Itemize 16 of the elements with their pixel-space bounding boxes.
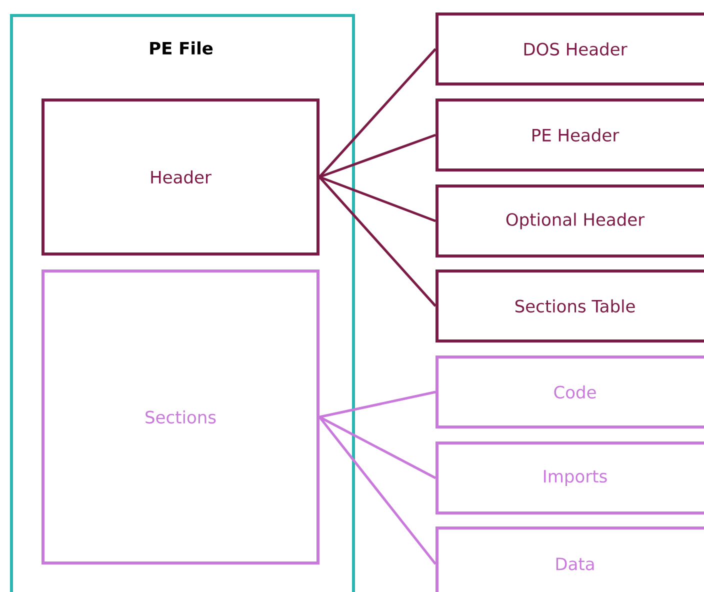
header-box: PE Header: [436, 98, 704, 172]
header-box: DOS Header: [436, 12, 704, 86]
connector-line: [319, 390, 436, 418]
section-box: Header: [42, 98, 320, 256]
header-box: Optional Header: [436, 184, 704, 258]
header-box: Sections Table: [436, 270, 704, 342]
section-box: Sections: [42, 270, 320, 564]
connector-line: [318, 48, 436, 178]
header-box: Code: [436, 356, 704, 428]
connector-line: [319, 176, 436, 222]
connector-line: [318, 176, 436, 307]
header-box: Data: [436, 526, 704, 592]
connector-line: [318, 416, 436, 480]
header-box: Imports: [436, 442, 704, 514]
connector-line: [318, 416, 436, 565]
connector-line: [319, 134, 436, 178]
